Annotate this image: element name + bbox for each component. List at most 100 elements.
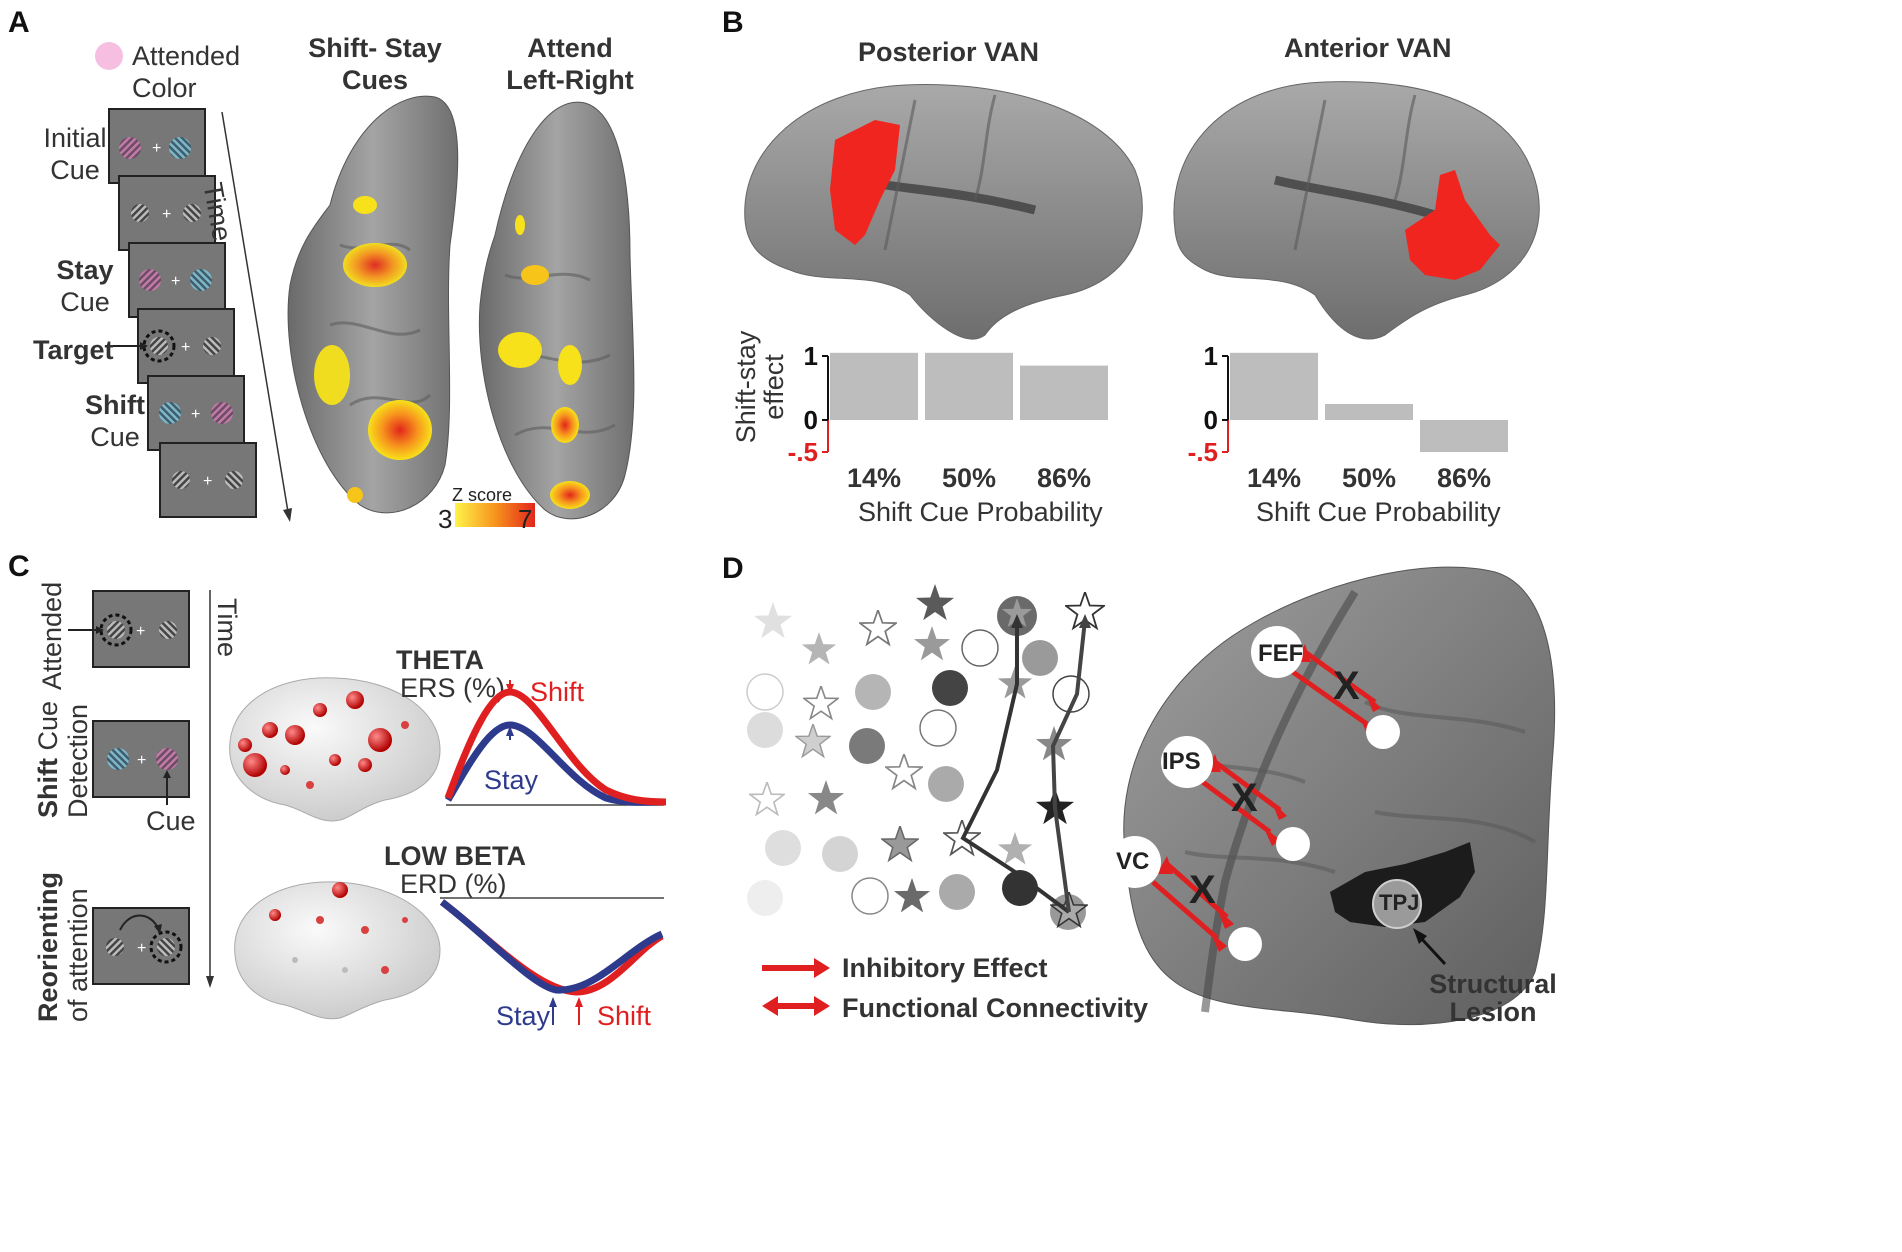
x-mark-vc: X [1189, 868, 1216, 912]
svg-text:+: + [191, 406, 200, 423]
y-tick-label: 1 [1204, 341, 1218, 371]
beta-shift-label: Shift [597, 1001, 652, 1031]
theta-stay-label: Stay [484, 765, 539, 795]
bar-chart-anterior: 1 0-.5 14% 50% 86% [1188, 341, 1508, 493]
svg-text:+: + [137, 752, 146, 769]
category-label: 86% [1037, 463, 1091, 493]
panel-d-letter: D [722, 552, 744, 585]
theta-title: THETA [396, 645, 484, 675]
svg-text:+: + [181, 339, 190, 356]
colorbar [455, 503, 535, 527]
bar [830, 352, 918, 420]
colorbar-title: Z score [452, 485, 513, 505]
beta-sub: ERD (%) [400, 869, 507, 899]
nodes [1109, 626, 1422, 961]
colorbar-min: 3 [438, 504, 453, 534]
colorbar-max: 7 [518, 504, 533, 534]
beta-title: LOW BETA [384, 841, 526, 871]
time-label-c: Time [212, 598, 242, 657]
panel-d-brain [1123, 566, 1556, 1026]
reorienting-label: Reorienting of attention [33, 871, 93, 1022]
cue-word: Cue [33, 700, 63, 758]
pathway-right [1050, 619, 1087, 913]
posterior-van-region [830, 120, 900, 245]
svg-text:+: + [203, 473, 212, 490]
y-tick-label: 0 [1204, 405, 1218, 435]
y-tick-label: -.5 [1188, 437, 1218, 467]
category-label: 50% [942, 463, 996, 493]
theta-shift-label: Shift [530, 677, 585, 707]
bar [1420, 420, 1508, 452]
attended-label: Attended [37, 581, 67, 690]
posterior-van-title: Posterior VAN [858, 37, 1040, 67]
svg-text:+: + [162, 206, 171, 223]
category-label: 50% [1342, 463, 1396, 493]
attended-color-swatch [95, 42, 123, 70]
b-xlabel-right: Shift Cue Probability [1256, 497, 1501, 527]
legend-inhibitory: Inhibitory Effect [842, 953, 1048, 983]
panel-c-letter: C [8, 550, 30, 583]
category-label: 14% [847, 463, 901, 493]
panel-a-brains [287, 95, 635, 527]
legend-arrows [762, 958, 830, 1016]
bar [1230, 352, 1318, 420]
attended-color-label: Attended Color [132, 41, 241, 104]
panel-d-connections [1109, 626, 1447, 966]
y-tick-label: -.5 [788, 437, 818, 467]
brain-lateral-right [1173, 81, 1540, 340]
theta-stay-curve [444, 721, 665, 806]
panel-c-curves [439, 680, 667, 1025]
node-fef-label: FEF [1258, 640, 1304, 667]
node-vc-label: VC [1116, 848, 1150, 875]
panel-c-stimuli-overlay: + + + [68, 590, 214, 988]
svg-text:+: + [136, 623, 145, 640]
category-label: 14% [1247, 463, 1301, 493]
bar [925, 352, 1013, 420]
anterior-van-region [1405, 170, 1500, 280]
panel-d-network [746, 584, 1115, 930]
svg-text:+: + [137, 940, 146, 957]
stars-and-dots [746, 584, 1104, 930]
brain-ventral-1 [287, 95, 459, 514]
panel-a-stimuli-overlay: + + + + + + [112, 111, 292, 522]
panel-b-bar-charts: 10-.514%50%86% 10-.514%50%86% [788, 341, 1508, 493]
b-xlabel-left: Shift Cue Probability [858, 497, 1103, 527]
panel-b-brains [744, 81, 1540, 340]
bar [1020, 365, 1108, 420]
category-label: 86% [1437, 463, 1491, 493]
shift-word: Shift [33, 758, 63, 818]
bar-chart-posterior: 1 0-.5 14% 50% 86% [788, 341, 1108, 493]
cue-label: Cue [146, 806, 196, 836]
shift-cue-detection-label: Shift Cue Detection [33, 700, 93, 818]
beta-stay-label: Stay [496, 1001, 551, 1031]
beta-shift-curve [439, 899, 664, 996]
x-mark-ips: X [1231, 776, 1258, 820]
panel-c-brains [229, 677, 441, 1020]
node-tpj-label: TPJ [1379, 890, 1420, 915]
svg-text:+: + [171, 273, 180, 290]
theta-shift-curve [444, 688, 667, 806]
y-tick-label: 0 [804, 405, 818, 435]
brain-ventral-2 [478, 101, 635, 520]
beta-nodes [269, 882, 408, 974]
svg-text:+: + [152, 140, 161, 157]
x-mark-fef: X [1333, 664, 1360, 708]
panel-b-letter: B [722, 6, 744, 39]
y-tick-label: 1 [804, 341, 818, 371]
pathway-left [960, 620, 1071, 914]
panel-a-letter: A [8, 6, 30, 39]
node-ips-label: IPS [1162, 748, 1201, 775]
beta-stay-curve [439, 899, 664, 994]
theta-nodes [238, 691, 409, 789]
anterior-van-title: Anterior VAN [1284, 33, 1452, 63]
theta-sub: ERS (%) [400, 673, 506, 703]
bar [1325, 404, 1413, 420]
target-label: Target [33, 335, 114, 365]
